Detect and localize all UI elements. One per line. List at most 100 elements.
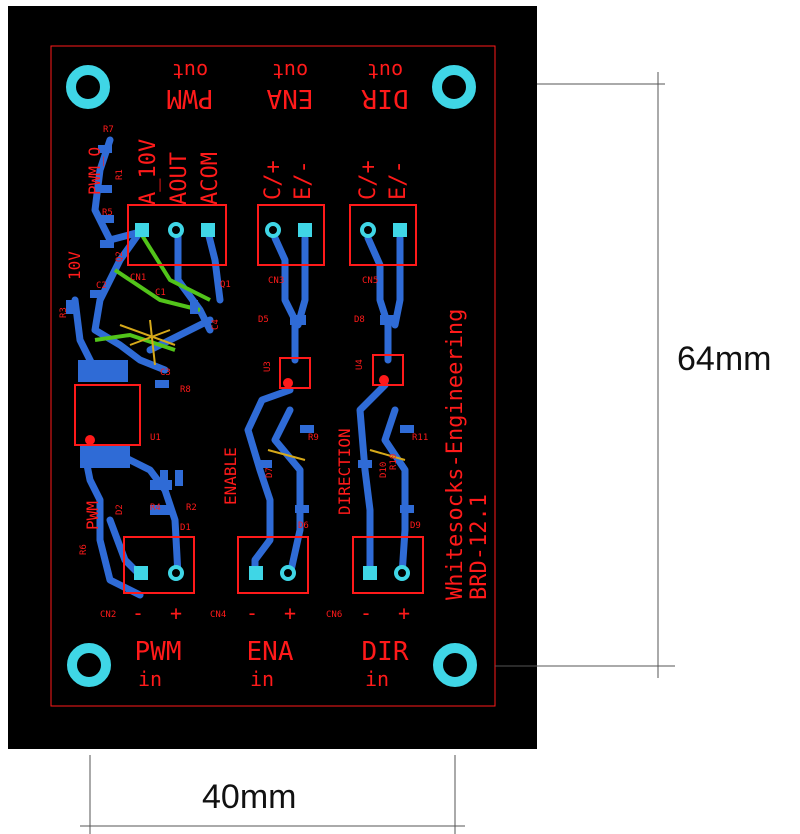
svg-text:CN6: CN6 (326, 610, 342, 620)
svg-text:D8: D8 (354, 315, 365, 325)
pad-round (280, 565, 296, 581)
svg-text:D2: D2 (115, 504, 125, 515)
bottom-labels: PWM in ENA in DIR in (135, 637, 409, 691)
svg-text:R10: R10 (389, 454, 399, 470)
pad-round (265, 222, 281, 238)
bottom-label-main: PWM (135, 637, 182, 667)
svg-text:D9: D9 (410, 521, 421, 531)
mount-hole-tl (66, 65, 110, 109)
ena-term-label: C/+ (261, 160, 286, 200)
pad-square (134, 566, 148, 580)
revision-text: BRD-12.1 (467, 494, 492, 600)
svg-text:+: + (170, 601, 182, 625)
top-label-sub: out (367, 59, 403, 83)
svg-text:CN2: CN2 (100, 610, 116, 620)
mount-hole-bl (67, 643, 111, 687)
svg-text:D6: D6 (298, 521, 309, 531)
analog-label: A_10V (136, 139, 161, 205)
pad-square (298, 223, 312, 237)
top-label-main: PWM (167, 83, 214, 113)
svg-text:R11: R11 (412, 433, 428, 443)
svg-text:U4: U4 (355, 359, 365, 370)
width-dimension-label: 40mm (202, 778, 297, 816)
pad-round (360, 222, 376, 238)
component-dots (85, 375, 389, 445)
bottom-label-main: ENA (247, 637, 294, 667)
svg-text:R7: R7 (103, 125, 114, 135)
svg-text:D7: D7 (265, 467, 275, 478)
svg-text:Q2: Q2 (115, 251, 125, 262)
svg-text:R3: R3 (59, 307, 69, 318)
dir-term-label: C/+ (356, 160, 381, 200)
svg-text:R5: R5 (102, 208, 113, 218)
green-traces (94, 230, 211, 352)
svg-text:+: + (284, 601, 296, 625)
mount-hole-tr (432, 65, 476, 109)
svg-text:+: + (398, 601, 410, 625)
svg-text:R4: R4 (150, 503, 161, 513)
top-label-main: DIR (361, 83, 408, 113)
svg-text:C4: C4 (211, 319, 221, 330)
pad-square (393, 223, 407, 237)
yellow-traces (119, 319, 406, 461)
enable-text: ENABLE (221, 447, 240, 505)
svg-text:C2: C2 (96, 281, 107, 291)
svg-text:U1: U1 (150, 433, 161, 443)
top-labels: PWM out ENA out DIR out (167, 59, 409, 113)
svg-text:R6: R6 (79, 544, 89, 555)
mounting-holes (66, 65, 477, 687)
pad-square (201, 223, 215, 237)
svg-text:Q1: Q1 (220, 280, 231, 290)
pwm-o-label: PWM_O (85, 147, 104, 195)
polarity-marks: - + - + - + (132, 601, 410, 625)
top-label-sub: out (172, 59, 208, 83)
svg-text:CN1: CN1 (130, 273, 146, 283)
svg-text:R1: R1 (115, 169, 125, 180)
pad-square (363, 566, 377, 580)
bottom-label-main: DIR (362, 637, 409, 667)
pad-round (394, 565, 410, 581)
bottom-label-sub: in (365, 667, 389, 691)
svg-text:U3: U3 (263, 361, 273, 372)
bottom-label-sub: in (250, 667, 274, 691)
pad-square (135, 223, 149, 237)
analog-label: ACOM (198, 152, 223, 205)
10v-label: 10V (65, 251, 84, 280)
bottom-label-sub: in (138, 667, 162, 691)
svg-text:-: - (132, 601, 144, 625)
ena-term-label: E/- (291, 160, 316, 200)
svg-text:CN3: CN3 (268, 276, 284, 286)
svg-text:R8: R8 (180, 385, 191, 395)
pwm-label: PWM (83, 501, 102, 530)
svg-text:D5: D5 (258, 315, 269, 325)
pad-square (249, 566, 263, 580)
component-outlines (74, 204, 424, 594)
svg-text:D10: D10 (379, 462, 389, 478)
svg-text:C3: C3 (160, 368, 171, 378)
analog-label: AOUT (167, 152, 192, 205)
height-dimension-label: 64mm (677, 340, 772, 378)
svg-text:C1: C1 (155, 288, 166, 298)
dir-term-label: E/- (386, 160, 411, 200)
board-outline (50, 45, 496, 707)
brand-text: Whitesocks-Engineering (443, 309, 468, 600)
svg-text:R9: R9 (308, 433, 319, 443)
pad-round (168, 222, 184, 238)
pad-round (168, 565, 184, 581)
direction-text: DIRECTION (335, 428, 354, 515)
vertical-labels: Whitesocks-Engineering BRD-12.1 ENABLE D… (65, 139, 492, 600)
svg-text:CN4: CN4 (210, 610, 226, 620)
svg-text:R2: R2 (186, 503, 197, 513)
mount-hole-br (433, 643, 477, 687)
through-hole-pads (134, 222, 410, 581)
svg-text:D1: D1 (180, 523, 191, 533)
top-label-main: ENA (266, 83, 313, 113)
smd-pads (66, 145, 414, 515)
svg-text:-: - (246, 601, 258, 625)
svg-text:-: - (360, 601, 372, 625)
dimension-lines (80, 72, 675, 834)
top-label-sub: out (272, 59, 308, 83)
designators: R7 R5 Q2 CN1 Q1 C1 R3 C2 C3 C4 R8 U1 R4 … (59, 125, 428, 620)
svg-text:CN5: CN5 (362, 276, 378, 286)
